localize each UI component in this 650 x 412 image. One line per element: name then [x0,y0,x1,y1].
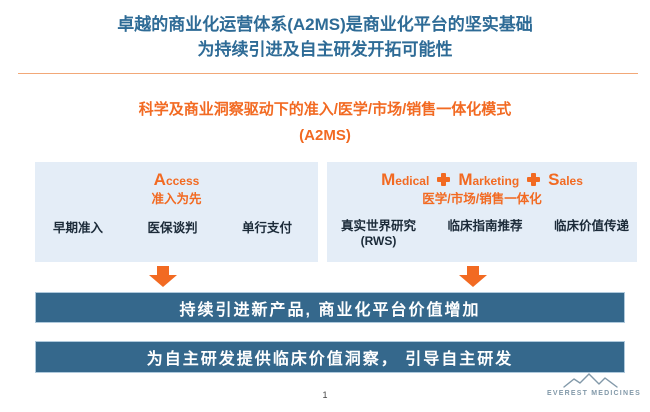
outcome-bar-self-rd: 为自主研发提供临床价值洞察， 引导自主研发 [35,341,625,373]
mms-item-clinical-value-communication: 临床价值传递 [553,219,629,233]
access-box: Access 准入为先 早期准入 医保谈判 单行支付 [35,162,318,262]
down-arrow-icon [149,266,177,287]
access-item-medical-insurance-negotiation: 医保谈判 [147,221,198,235]
mountain-icon [563,373,618,388]
mms-box-items: 真实世界研究 (RWS) 临床指南推荐 临床价值传递 [327,219,637,249]
mms-item-real-world-study: 真实世界研究 (RWS) [341,219,417,248]
access-item-single-line-payment: 单行支付 [241,221,292,235]
access-box-subtitle: 准入为先 [151,192,202,206]
mms-item-clinical-guideline-recommendation: 临床指南推荐 [447,219,523,233]
down-arrow-icon [459,266,487,287]
slide-title: 卓越的商业化运营体系(A2MS)是商业化平台的坚实基础 为持续引进及自主研发开拓… [0,12,650,62]
plus-icon [437,173,451,186]
mms-box-subtitle: 医学/市场/销售一体化 [422,192,542,206]
outcome-bar-new-products: 持续引进新产品, 商业化平台价值增加 [35,292,625,323]
mms-box-title: Medical Marketing Sales [327,171,637,190]
section-subtitle-line2: (A2MS) [299,127,351,144]
access-box-items: 早期准入 医保谈判 单行支付 [35,221,318,236]
title-divider-line [18,73,638,74]
access-rest: ccess [165,174,200,188]
page-number: 1 [322,390,328,400]
access-box-title: Access [35,171,318,190]
plus-icon [527,173,541,186]
slide-title-line2: 为持续引进及自主研发开拓可能性 [197,40,453,59]
access-initial: A [153,170,166,189]
word-sales: Sales [548,170,583,189]
everest-medicines-logo: EVEREST MEDICINES [546,372,642,398]
mms-box: Medical Marketing Sales 医学/市场/销售一体化 真实世界研究… [327,162,637,262]
section-subtitle-line1: 科学及商业洞察驱动下的准入/医学/市场/销售一体化模式 [138,101,512,118]
access-item-early-access: 早期准入 [53,221,104,235]
logo-text: EVEREST MEDICINES [547,390,641,397]
word-marketing: Marketing [458,170,520,189]
word-medical: Medical [381,170,430,189]
section-subtitle: 科学及商业洞察驱动下的准入/医学/市场/销售一体化模式 (A2MS) [0,97,650,149]
slide-title-line1: 卓越的商业化运营体系(A2MS)是商业化平台的坚实基础 [117,15,533,34]
